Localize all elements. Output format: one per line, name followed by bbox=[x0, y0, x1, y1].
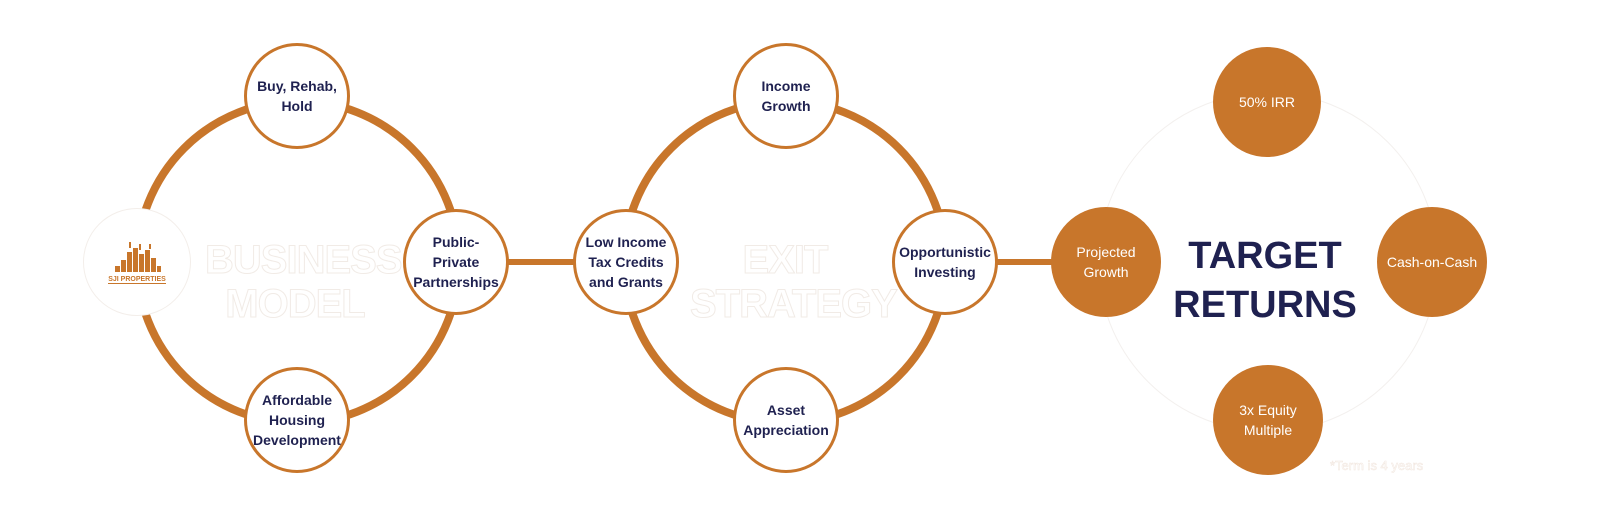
business-model-title: BUSINESS MODEL bbox=[205, 238, 404, 327]
node-cash-on-cash: Cash-on-Cash bbox=[1377, 207, 1487, 317]
node-income-growth: Income Growth bbox=[733, 43, 839, 149]
node-buy-rehab-hold: Buy, Rehab, Hold bbox=[244, 43, 350, 149]
node-projected-growth: Projected Growth bbox=[1051, 207, 1161, 317]
node-irr: 50% IRR bbox=[1213, 47, 1321, 157]
exit-strategy-title: EXIT STRATEGY bbox=[690, 238, 899, 327]
building-logo-icon bbox=[115, 242, 161, 272]
node-equity-multiple: 3x Equity Multiple bbox=[1213, 365, 1323, 475]
footnote: *Term is 4 years bbox=[1330, 458, 1424, 474]
connector-line bbox=[995, 259, 1057, 265]
node-low-income-tax-credits: Low Income Tax Credits and Grants bbox=[573, 209, 679, 315]
logo-text: SJI PROPERTIES bbox=[108, 276, 166, 284]
node-asset-appreciation: Asset Appreciation bbox=[733, 367, 839, 473]
target-returns-title: TARGET RETURNS bbox=[1173, 235, 1357, 327]
node-opportunistic-investing: Opportunistic Investing bbox=[892, 209, 998, 315]
node-affordable-housing: Affordable Housing Development bbox=[244, 367, 350, 473]
connector-line bbox=[505, 259, 575, 265]
node-public-private-partnerships: Public-Private Partnerships bbox=[403, 209, 509, 315]
logo-circle: SJI PROPERTIES bbox=[83, 208, 191, 316]
